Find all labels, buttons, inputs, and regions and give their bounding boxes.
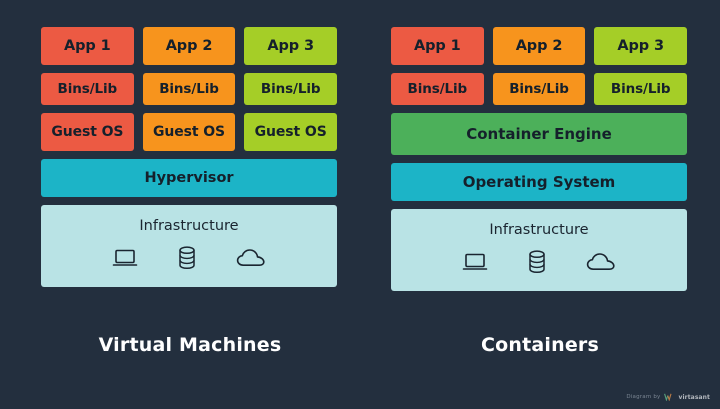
containers-caption: Containers [480, 334, 600, 356]
vm-guest-os-3: Guest OS [244, 113, 338, 151]
vm-app-2: App 2 [142, 27, 236, 65]
ct-bins-2: Bins/Lib [492, 73, 586, 105]
ct-bins-row: Bins/Lib Bins/Lib Bins/Lib [391, 73, 688, 105]
vm-guest-os-row: Guest OS Guest OS Guest OS [41, 113, 338, 151]
ct-app-1: App 1 [391, 27, 484, 65]
vm-app-row: App 1 App 2 App 3 [41, 27, 338, 65]
ct-infrastructure-icons [462, 250, 616, 274]
ct-app-row: App 1 App 2 App 3 [391, 27, 688, 65]
laptop-icon [462, 252, 488, 272]
containers-stack: App 1 App 2 App 3 Bins/Lib Bins/Lib Bins… [391, 27, 688, 291]
database-icon [176, 246, 198, 270]
vm-infrastructure-label: Infrastructure [139, 218, 239, 234]
ct-operating-system-bar: Operating System [391, 163, 687, 201]
ct-bins-3: Bins/Lib [594, 73, 688, 105]
ct-infrastructure-label: Infrastructure [489, 222, 589, 238]
watermark: Diagram by virtasant [626, 393, 710, 401]
vm-bins-row: Bins/Lib Bins/Lib Bins/Lib [41, 73, 338, 105]
database-icon [526, 250, 548, 274]
ct-bins-1: Bins/Lib [391, 73, 484, 105]
panel-virtual-machines: App 1 App 2 App 3 Bins/Lib Bins/Lib Bins… [30, 0, 350, 409]
ct-app-3: App 3 [594, 27, 688, 65]
panel-containers: App 1 App 2 App 3 Bins/Lib Bins/Lib Bins… [380, 0, 700, 409]
ct-container-engine-bar: Container Engine [391, 113, 687, 155]
vm-bins-2: Bins/Lib [142, 73, 236, 105]
watermark-prefix: Diagram by [626, 394, 661, 400]
vm-hypervisor-bar: Hypervisor [41, 159, 337, 197]
vm-bins-1: Bins/Lib [41, 73, 134, 105]
watermark-brand: virtasant [678, 393, 710, 401]
vm-guest-os-2: Guest OS [142, 113, 236, 151]
vm-infrastructure-box: Infrastructure [41, 205, 337, 287]
virtasant-logo-icon [664, 393, 674, 401]
ct-infrastructure-box: Infrastructure [391, 209, 687, 291]
vm-app-3: App 3 [244, 27, 338, 65]
vm-app-1: App 1 [41, 27, 134, 65]
cloud-icon [586, 252, 616, 272]
cloud-icon [236, 248, 266, 268]
vm-guest-os-1: Guest OS [41, 113, 134, 151]
laptop-icon [112, 248, 138, 268]
ct-app-2: App 2 [492, 27, 586, 65]
vm-bins-3: Bins/Lib [244, 73, 338, 105]
vm-caption: Virtual Machines [98, 334, 282, 356]
vm-infrastructure-icons [112, 246, 266, 270]
vm-stack: App 1 App 2 App 3 Bins/Lib Bins/Lib Bins… [41, 27, 338, 287]
